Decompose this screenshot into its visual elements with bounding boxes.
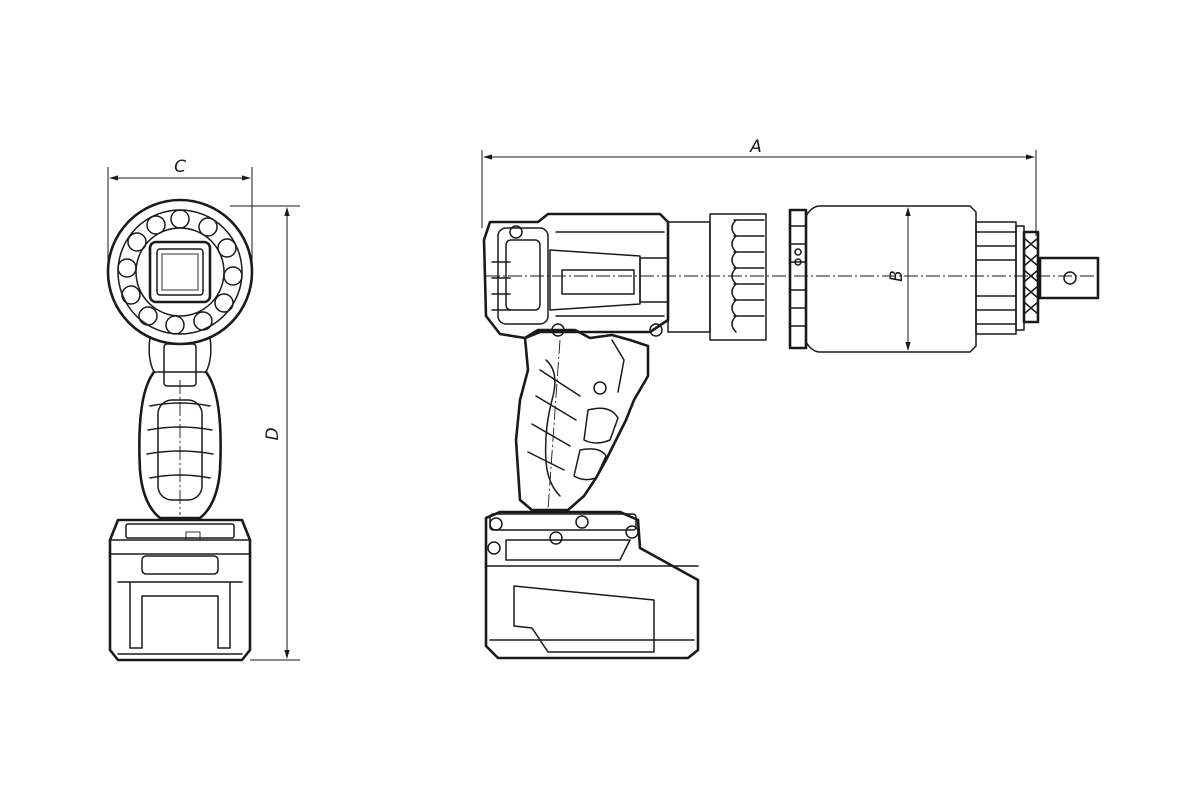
dimension-d-label: D xyxy=(263,427,283,440)
dimension-b-label: B xyxy=(887,270,907,282)
side-gearbox: B xyxy=(667,205,1100,353)
dimension-a-label: A xyxy=(749,137,762,157)
dimension-d: D xyxy=(230,205,300,661)
side-motor-housing xyxy=(482,212,1100,340)
front-gear-teeth xyxy=(117,209,243,335)
front-gear-head xyxy=(106,198,254,346)
side-view: B xyxy=(482,205,1100,660)
front-handle xyxy=(138,337,222,520)
side-grip xyxy=(514,328,650,512)
dimension-a: A xyxy=(481,137,1037,236)
front-battery xyxy=(108,518,252,662)
dimension-c-label: C xyxy=(174,157,186,177)
dimension-c: C xyxy=(107,157,253,265)
side-battery xyxy=(484,510,700,660)
front-view xyxy=(106,198,254,662)
